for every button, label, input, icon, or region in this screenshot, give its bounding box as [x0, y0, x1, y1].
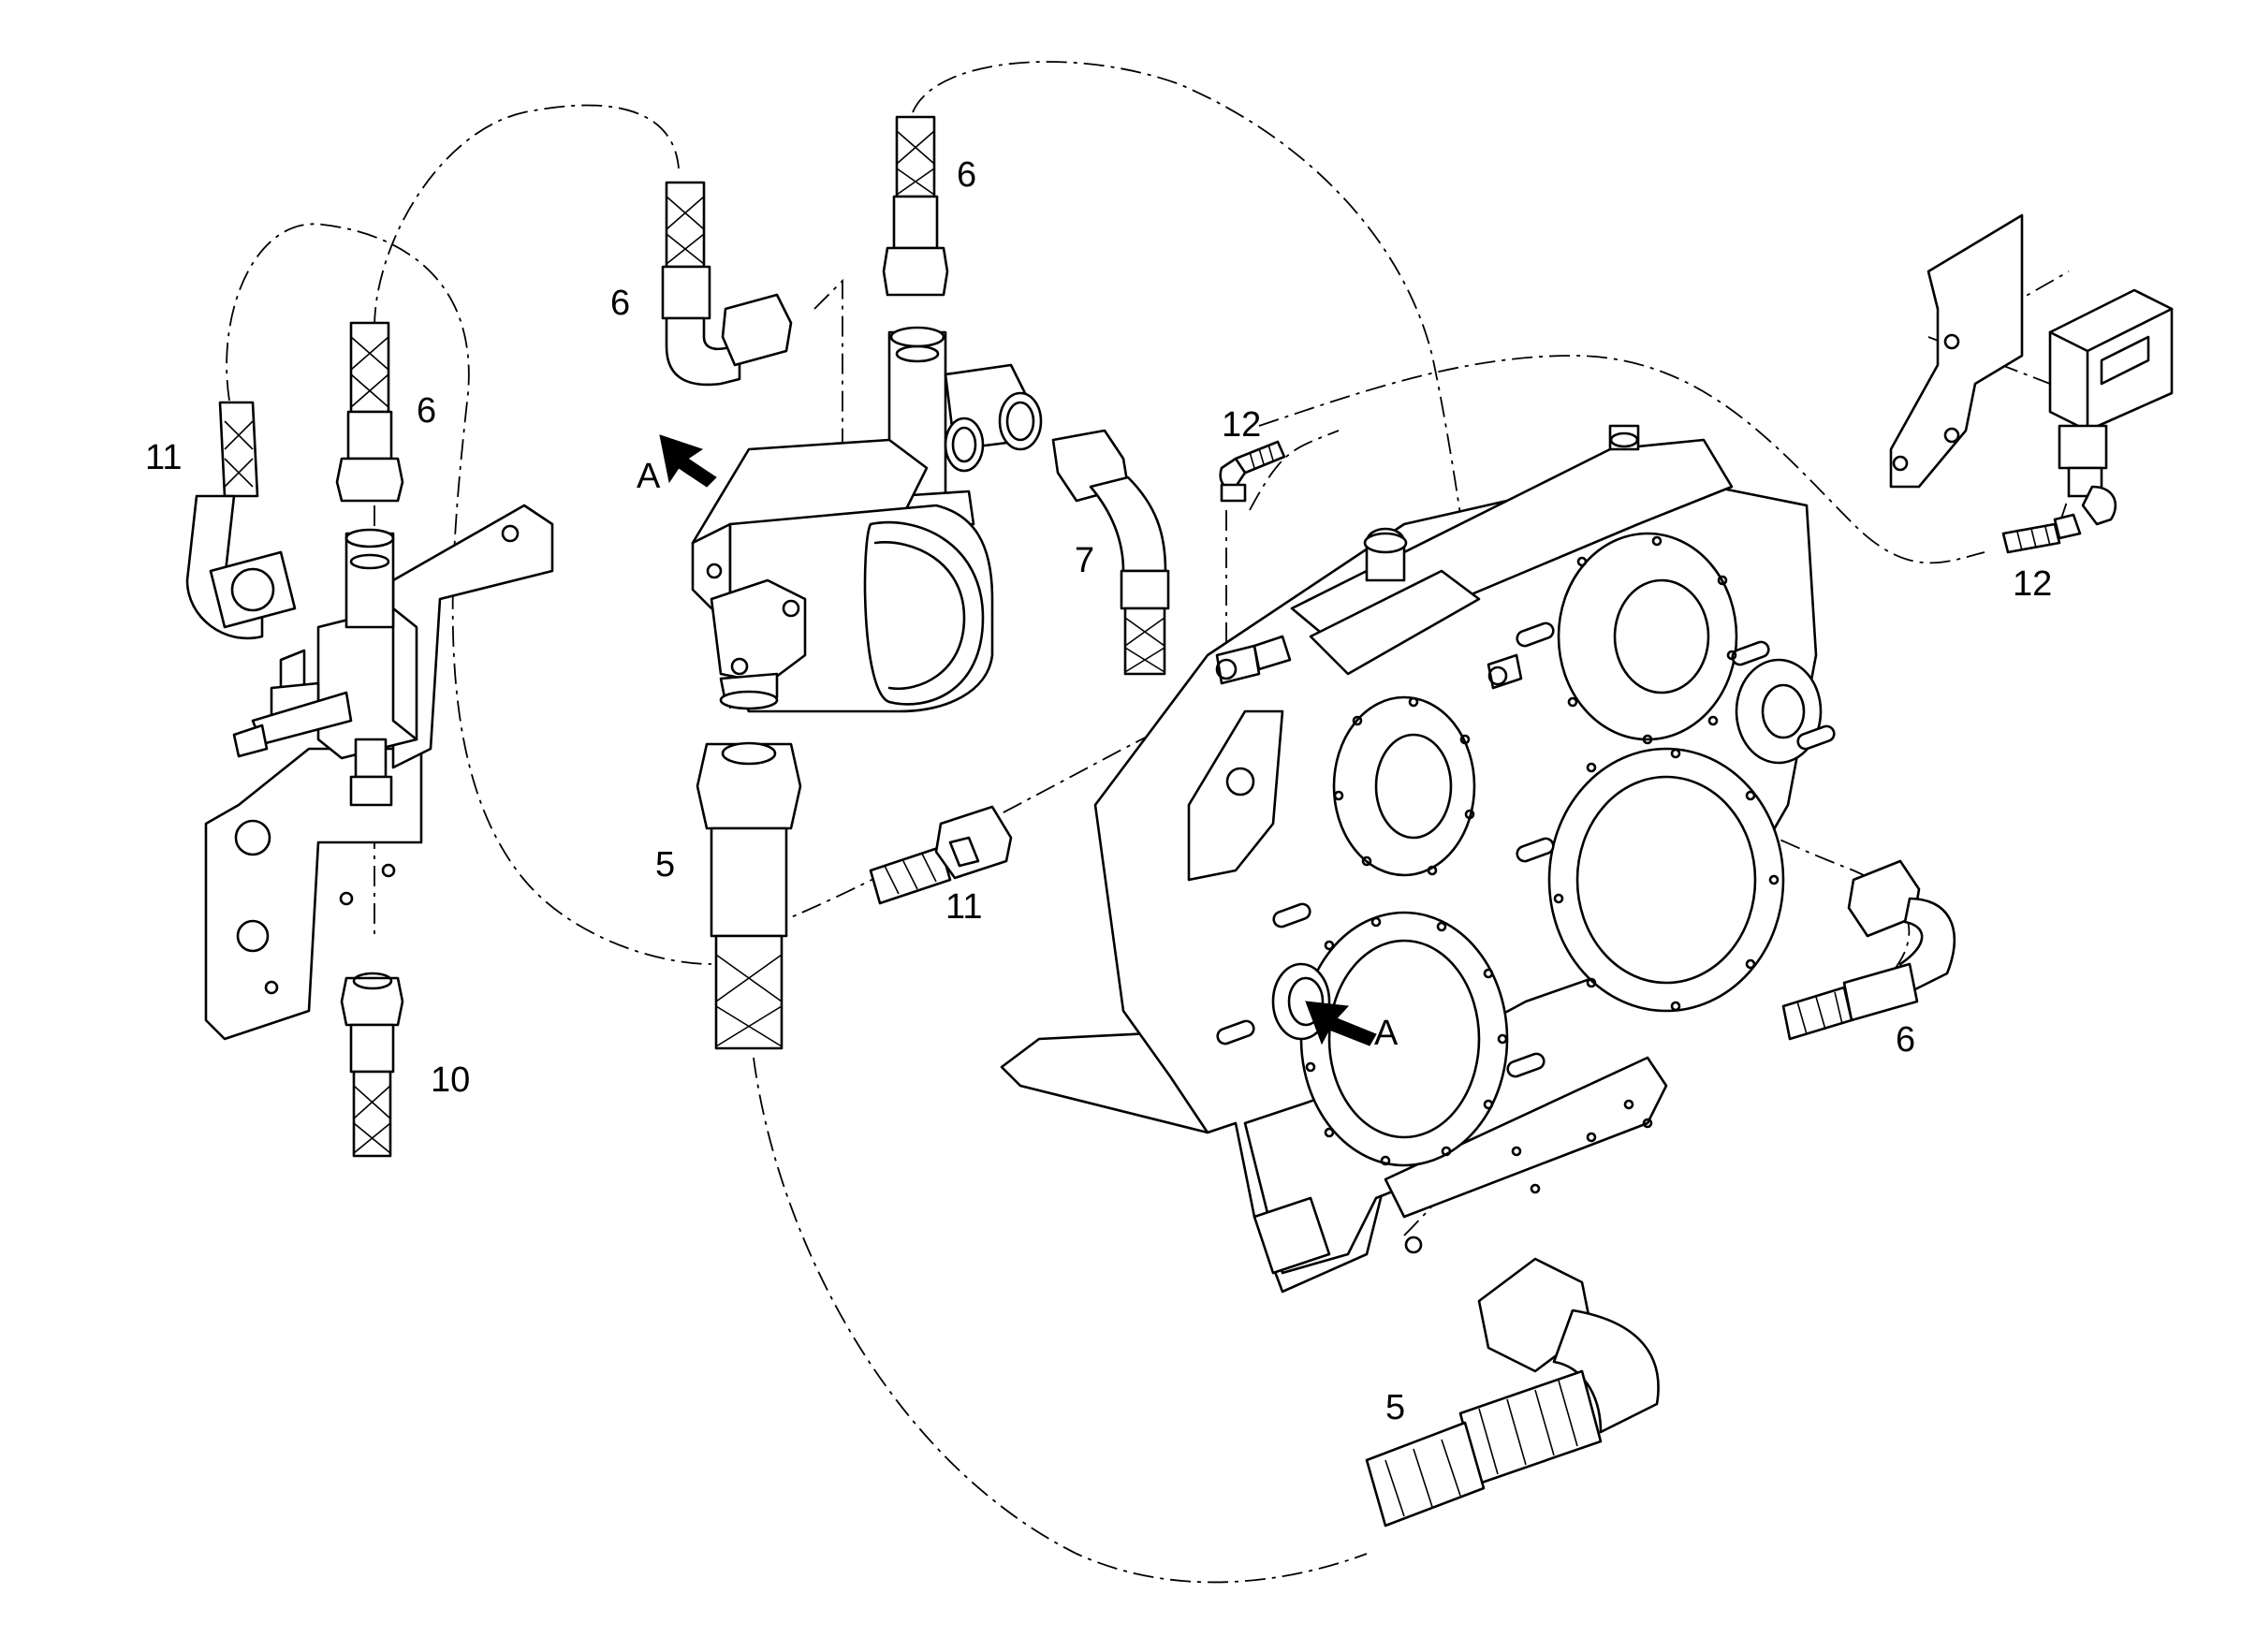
callout-5-bottom: 5 [1385, 1388, 1406, 1427]
pressure-switch [2001, 288, 2174, 554]
gearbox-housing [1000, 424, 1836, 1294]
flange-bolt-holes [1305, 535, 1780, 1194]
hose-6-right [1781, 859, 1956, 1041]
callout-6-elbow: 6 [610, 284, 631, 323]
bracket-plate-right [1889, 213, 2024, 489]
hose-5-bottom [1365, 1257, 1660, 1528]
callout-11-left: 11 [145, 438, 183, 477]
hose-11-left [185, 401, 297, 640]
hose-6-left [335, 321, 404, 503]
callout-12-mid: 12 [1222, 405, 1262, 445]
callout-7: 7 [1075, 541, 1095, 580]
callout-11-mid: 11 [945, 887, 983, 927]
hose-7 [1051, 429, 1170, 676]
callout-a-lower: A [1374, 1014, 1399, 1053]
hose-11-mid [869, 805, 1013, 905]
valve-block [232, 528, 418, 807]
hose-5-mid [696, 741, 802, 1050]
hose-6-top [882, 115, 949, 297]
hose-6-elbow [661, 181, 793, 387]
fitting-12-mid [1215, 440, 1523, 690]
callout-6-right: 6 [1896, 1020, 1916, 1060]
hose-10 [340, 972, 404, 1158]
callout-6-top: 6 [957, 155, 977, 195]
callout-a-upper: A [637, 457, 661, 496]
pump-motor [691, 438, 994, 713]
arrow-a-upper [659, 434, 717, 488]
callout-5-mid: 5 [655, 845, 676, 884]
callout-6-left: 6 [417, 391, 437, 431]
callout-12-right: 12 [2013, 564, 2053, 604]
callout-10: 10 [431, 1060, 471, 1100]
arrow-a-lower [1305, 1001, 1377, 1046]
